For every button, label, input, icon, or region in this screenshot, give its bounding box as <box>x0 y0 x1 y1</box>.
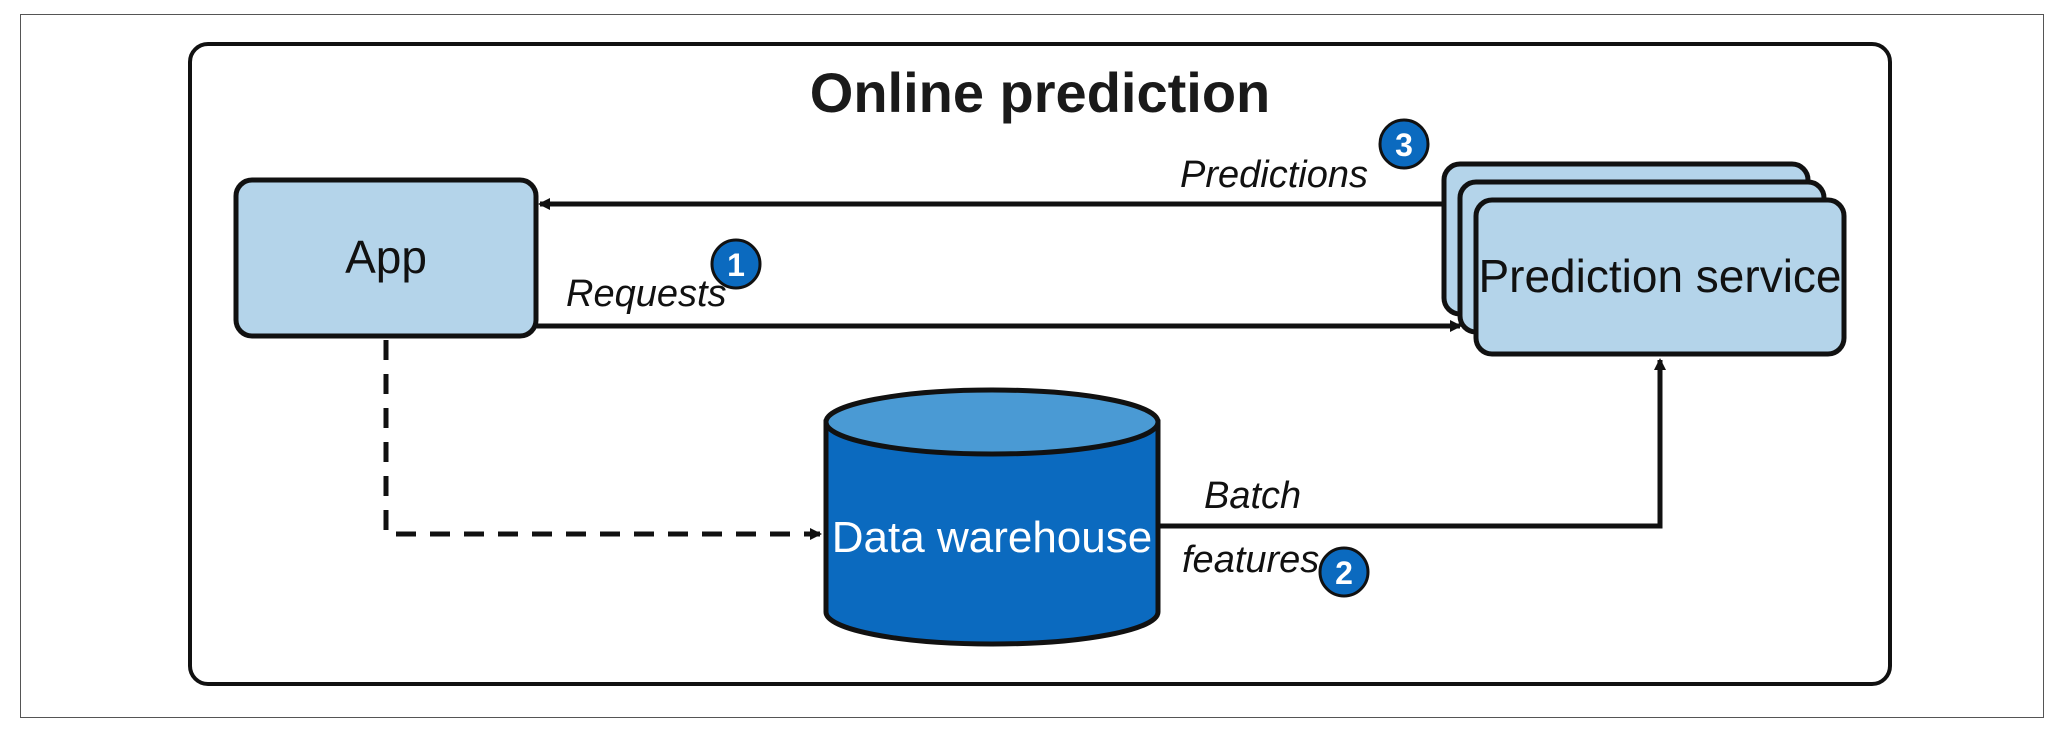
prediction-service-label: Prediction service <box>1478 250 1841 302</box>
predictions-edge-label: Predictions <box>1180 154 1368 196</box>
figure-frame <box>20 14 2044 718</box>
badge-3: 3 <box>1378 118 1430 170</box>
diagram-container <box>188 42 1892 686</box>
badge-2: 2 <box>1318 546 1370 598</box>
data-warehouse-node: Data warehouse <box>823 387 1161 647</box>
cylinder-top <box>823 387 1161 457</box>
app-node: App <box>233 177 539 339</box>
batch-features-label-line2: features <box>1182 539 1319 581</box>
badge-2-number: 2 <box>1335 555 1353 591</box>
badge-1-number: 1 <box>727 247 745 283</box>
prediction-service-stack-front <box>1473 197 1847 357</box>
badge-3-number: 3 <box>1395 127 1413 163</box>
cylinder-body <box>823 419 1161 647</box>
diagram-title: Online prediction <box>810 61 1270 124</box>
requests-edge-label: Requests <box>566 273 727 315</box>
batch-features-arrow <box>1160 358 1666 529</box>
badge-1: 1 <box>710 238 762 290</box>
data-warehouse-label: Data warehouse <box>832 513 1152 562</box>
app-label: App <box>345 231 427 283</box>
app-to-warehouse-dashed-arrow <box>383 340 822 540</box>
batch-features-label-line1: Batch <box>1204 475 1301 517</box>
prediction-service-node: Prediction service <box>1441 161 1847 357</box>
